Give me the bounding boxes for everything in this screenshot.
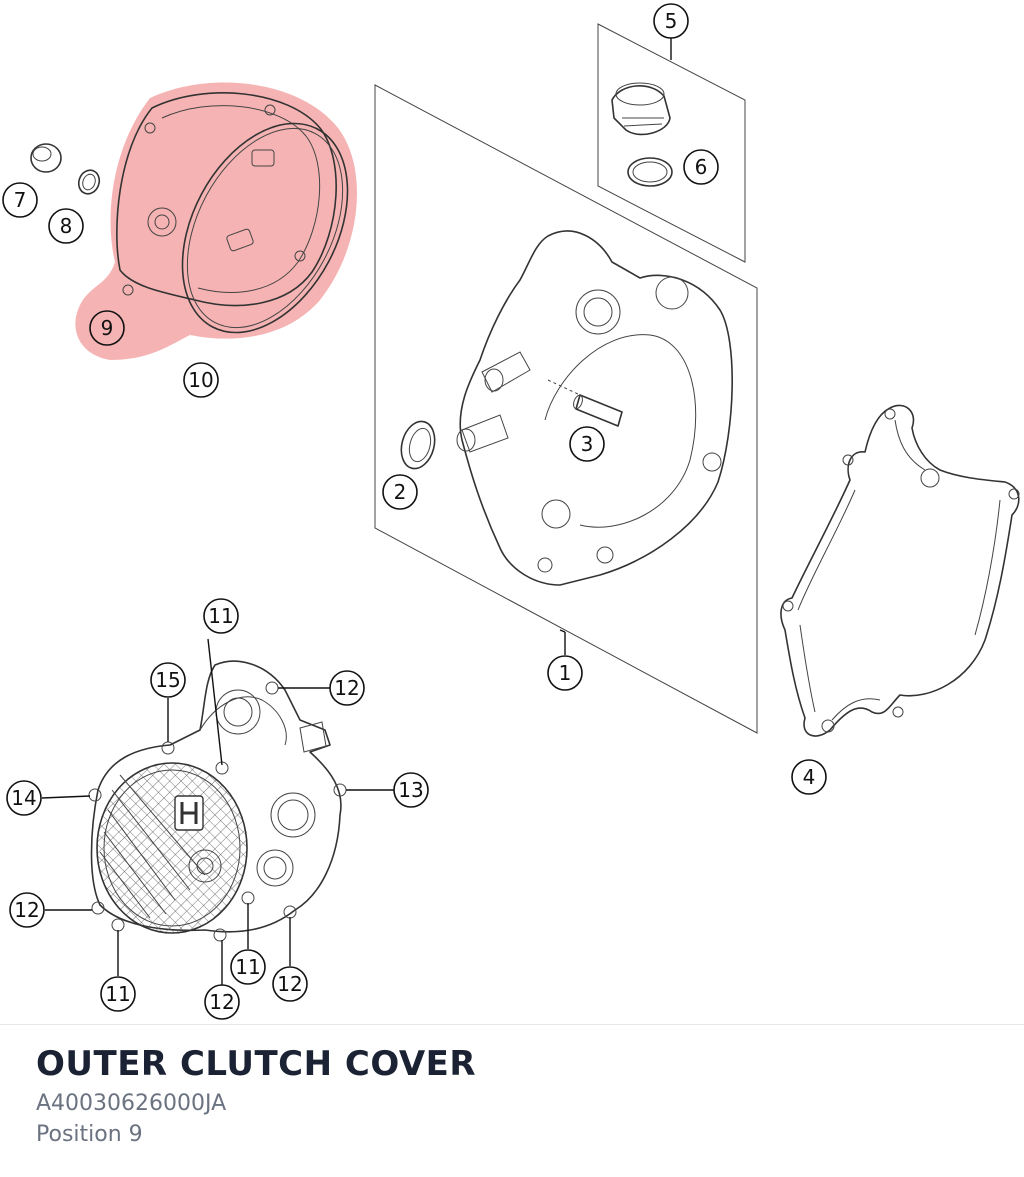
svg-text:4: 4 (803, 765, 816, 789)
svg-text:10: 10 (188, 368, 213, 392)
svg-text:7: 7 (14, 188, 27, 212)
svg-text:12: 12 (277, 972, 302, 996)
svg-text:6: 6 (695, 155, 708, 179)
gasket-part-4[interactable] (780, 404, 1020, 737)
screw-plug-part-7[interactable] (30, 143, 62, 173)
dowel-pin-part-3[interactable] (547, 379, 623, 427)
clutch-cover-part-1[interactable] (456, 230, 733, 586)
leader-lines (41, 38, 672, 985)
callout-12-left[interactable]: 12 (9, 892, 45, 928)
svg-text:12: 12 (209, 990, 234, 1014)
highlight-region-part-9[interactable] (75, 82, 358, 361)
svg-text:11: 11 (208, 604, 233, 628)
callout-12-right[interactable]: 12 (272, 966, 308, 1002)
callout-11-bottom-right[interactable]: 11 (230, 949, 266, 985)
assembled-cover-view (88, 660, 347, 942)
husqvarna-logo-icon (174, 795, 204, 831)
svg-text:9: 9 (101, 316, 114, 340)
callout-15[interactable]: 15 (150, 662, 186, 698)
callout-12-top[interactable]: 12 (329, 670, 365, 706)
svg-text:12: 12 (334, 676, 359, 700)
clutch-cover-assembly-frame (374, 84, 758, 734)
caption-divider (0, 1024, 1024, 1025)
o-ring-part-6[interactable] (627, 157, 673, 187)
shaft-seal-part-2[interactable] (396, 418, 439, 473)
svg-text:11: 11 (105, 982, 130, 1006)
callout-9[interactable]: 9 (89, 310, 125, 346)
seal-ring-part-8[interactable] (75, 167, 102, 196)
oil-filler-frame (597, 23, 746, 263)
callout-5[interactable]: 5 (653, 3, 689, 39)
svg-text:2: 2 (394, 480, 407, 504)
svg-text:3: 3 (581, 432, 594, 456)
callout-3[interactable]: 3 (569, 426, 605, 462)
svg-text:1: 1 (559, 661, 572, 685)
part-caption: OUTER CLUTCH COVER A40030626000JA Positi… (36, 1040, 996, 1150)
part-number: A40030626000JA (36, 1091, 227, 1116)
svg-text:11: 11 (235, 955, 260, 979)
svg-text:15: 15 (155, 668, 180, 692)
svg-text:13: 13 (398, 778, 423, 802)
part-position: Position 9 (36, 1122, 143, 1147)
callout-10[interactable]: 10 (183, 362, 219, 398)
callout-8[interactable]: 8 (48, 208, 84, 244)
part-title: OUTER CLUTCH COVER (36, 1044, 477, 1084)
svg-text:5: 5 (665, 9, 678, 33)
callout-14[interactable]: 14 (6, 780, 42, 816)
callout-13[interactable]: 13 (393, 772, 429, 808)
svg-text:12: 12 (14, 898, 39, 922)
callout-7[interactable]: 7 (2, 182, 38, 218)
callout-4[interactable]: 4 (791, 759, 827, 795)
callout-6[interactable]: 6 (683, 149, 719, 185)
mesh-cover-grille (96, 762, 248, 934)
outer-clutch-cover-part[interactable] (116, 92, 337, 307)
callout-11-top[interactable]: 11 (203, 598, 239, 634)
callout-12-bottom[interactable]: 12 (204, 984, 240, 1020)
svg-text:8: 8 (60, 214, 73, 238)
oil-filler-plug-part-5[interactable] (611, 82, 671, 136)
callout-2[interactable]: 2 (382, 474, 418, 510)
callout-11-bottom-left[interactable]: 11 (100, 976, 136, 1012)
exploded-parts-diagram: 1 2 3 4 5 6 7 8 9 10 11 11 11 12 12 12 1… (2, 3, 1020, 1020)
svg-text:14: 14 (11, 786, 36, 810)
o-ring-part-10[interactable] (149, 95, 381, 360)
callout-1[interactable]: 1 (547, 655, 583, 691)
